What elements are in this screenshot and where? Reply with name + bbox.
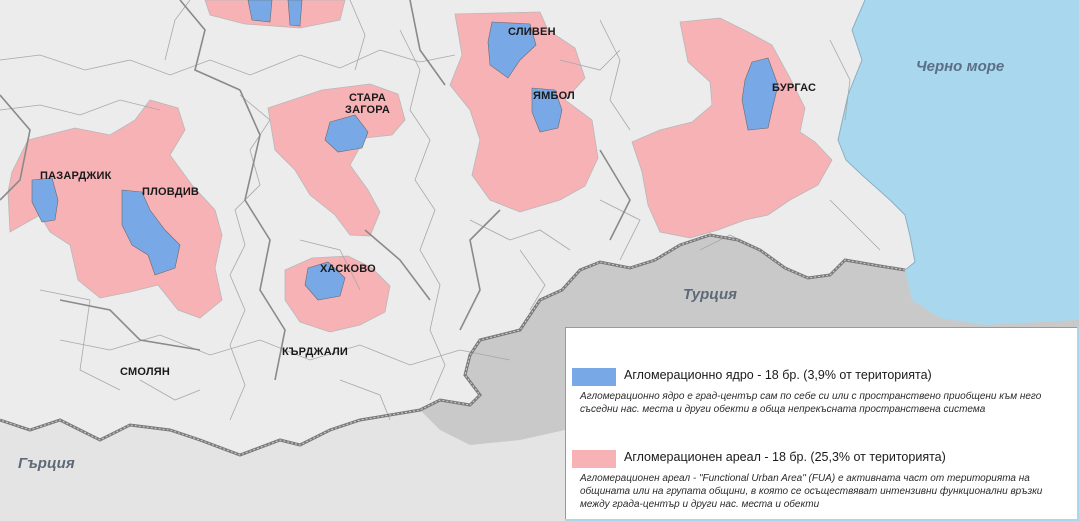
- areal-swatch: [572, 450, 616, 468]
- city-label-kardzhali: КЪРДЖАЛИ: [282, 346, 349, 358]
- city-label-yambol: ЯМБОЛ: [533, 90, 575, 102]
- city-label-stara-zagora: СТАРА ЗАГОРА: [345, 92, 390, 116]
- bulgaria-territory: [0, 0, 915, 455]
- city-label-smolyan: СМОЛЯН: [120, 366, 171, 378]
- state-border-inner: [0, 234, 906, 456]
- legend-core-title: Агломерационно ядро - 18 бр. (3,9% от те…: [624, 368, 932, 382]
- oblast-boundaries: [0, 0, 631, 381]
- greece-label: Гърция: [18, 455, 75, 472]
- coastline: [837, 0, 916, 271]
- core-swatch: [572, 368, 616, 386]
- areal-regions: [7, 0, 833, 333]
- city-label-plovdiv: ПЛОВДИВ: [142, 186, 200, 198]
- greece-territory: [0, 410, 565, 521]
- city-label-haskovo: ХАСКОВО: [320, 263, 376, 275]
- black-sea-label: Черно море: [916, 58, 1005, 75]
- city-label-pazardzhik: ПАЗАРДЖИК: [40, 170, 112, 182]
- core-regions: [31, 0, 779, 301]
- turkey-label: Турция: [683, 286, 737, 303]
- city-label-burgas: БУРГАС: [772, 82, 817, 94]
- legend-core-description: Агломерационно ядро е град-център сам по…: [580, 391, 1042, 415]
- turkey-territory: [420, 235, 1079, 445]
- map-legend: Агломерационно ядро - 18 бр. (3,9% от те…: [565, 327, 1077, 519]
- legend-areal-title: Агломерационен ареал - 18 бр. (25,3% от …: [624, 450, 946, 464]
- legend-areal-description: Агломерационен ареал - "Functional Urban…: [580, 473, 1043, 510]
- city-label-sliven: СЛИВЕН: [508, 26, 556, 38]
